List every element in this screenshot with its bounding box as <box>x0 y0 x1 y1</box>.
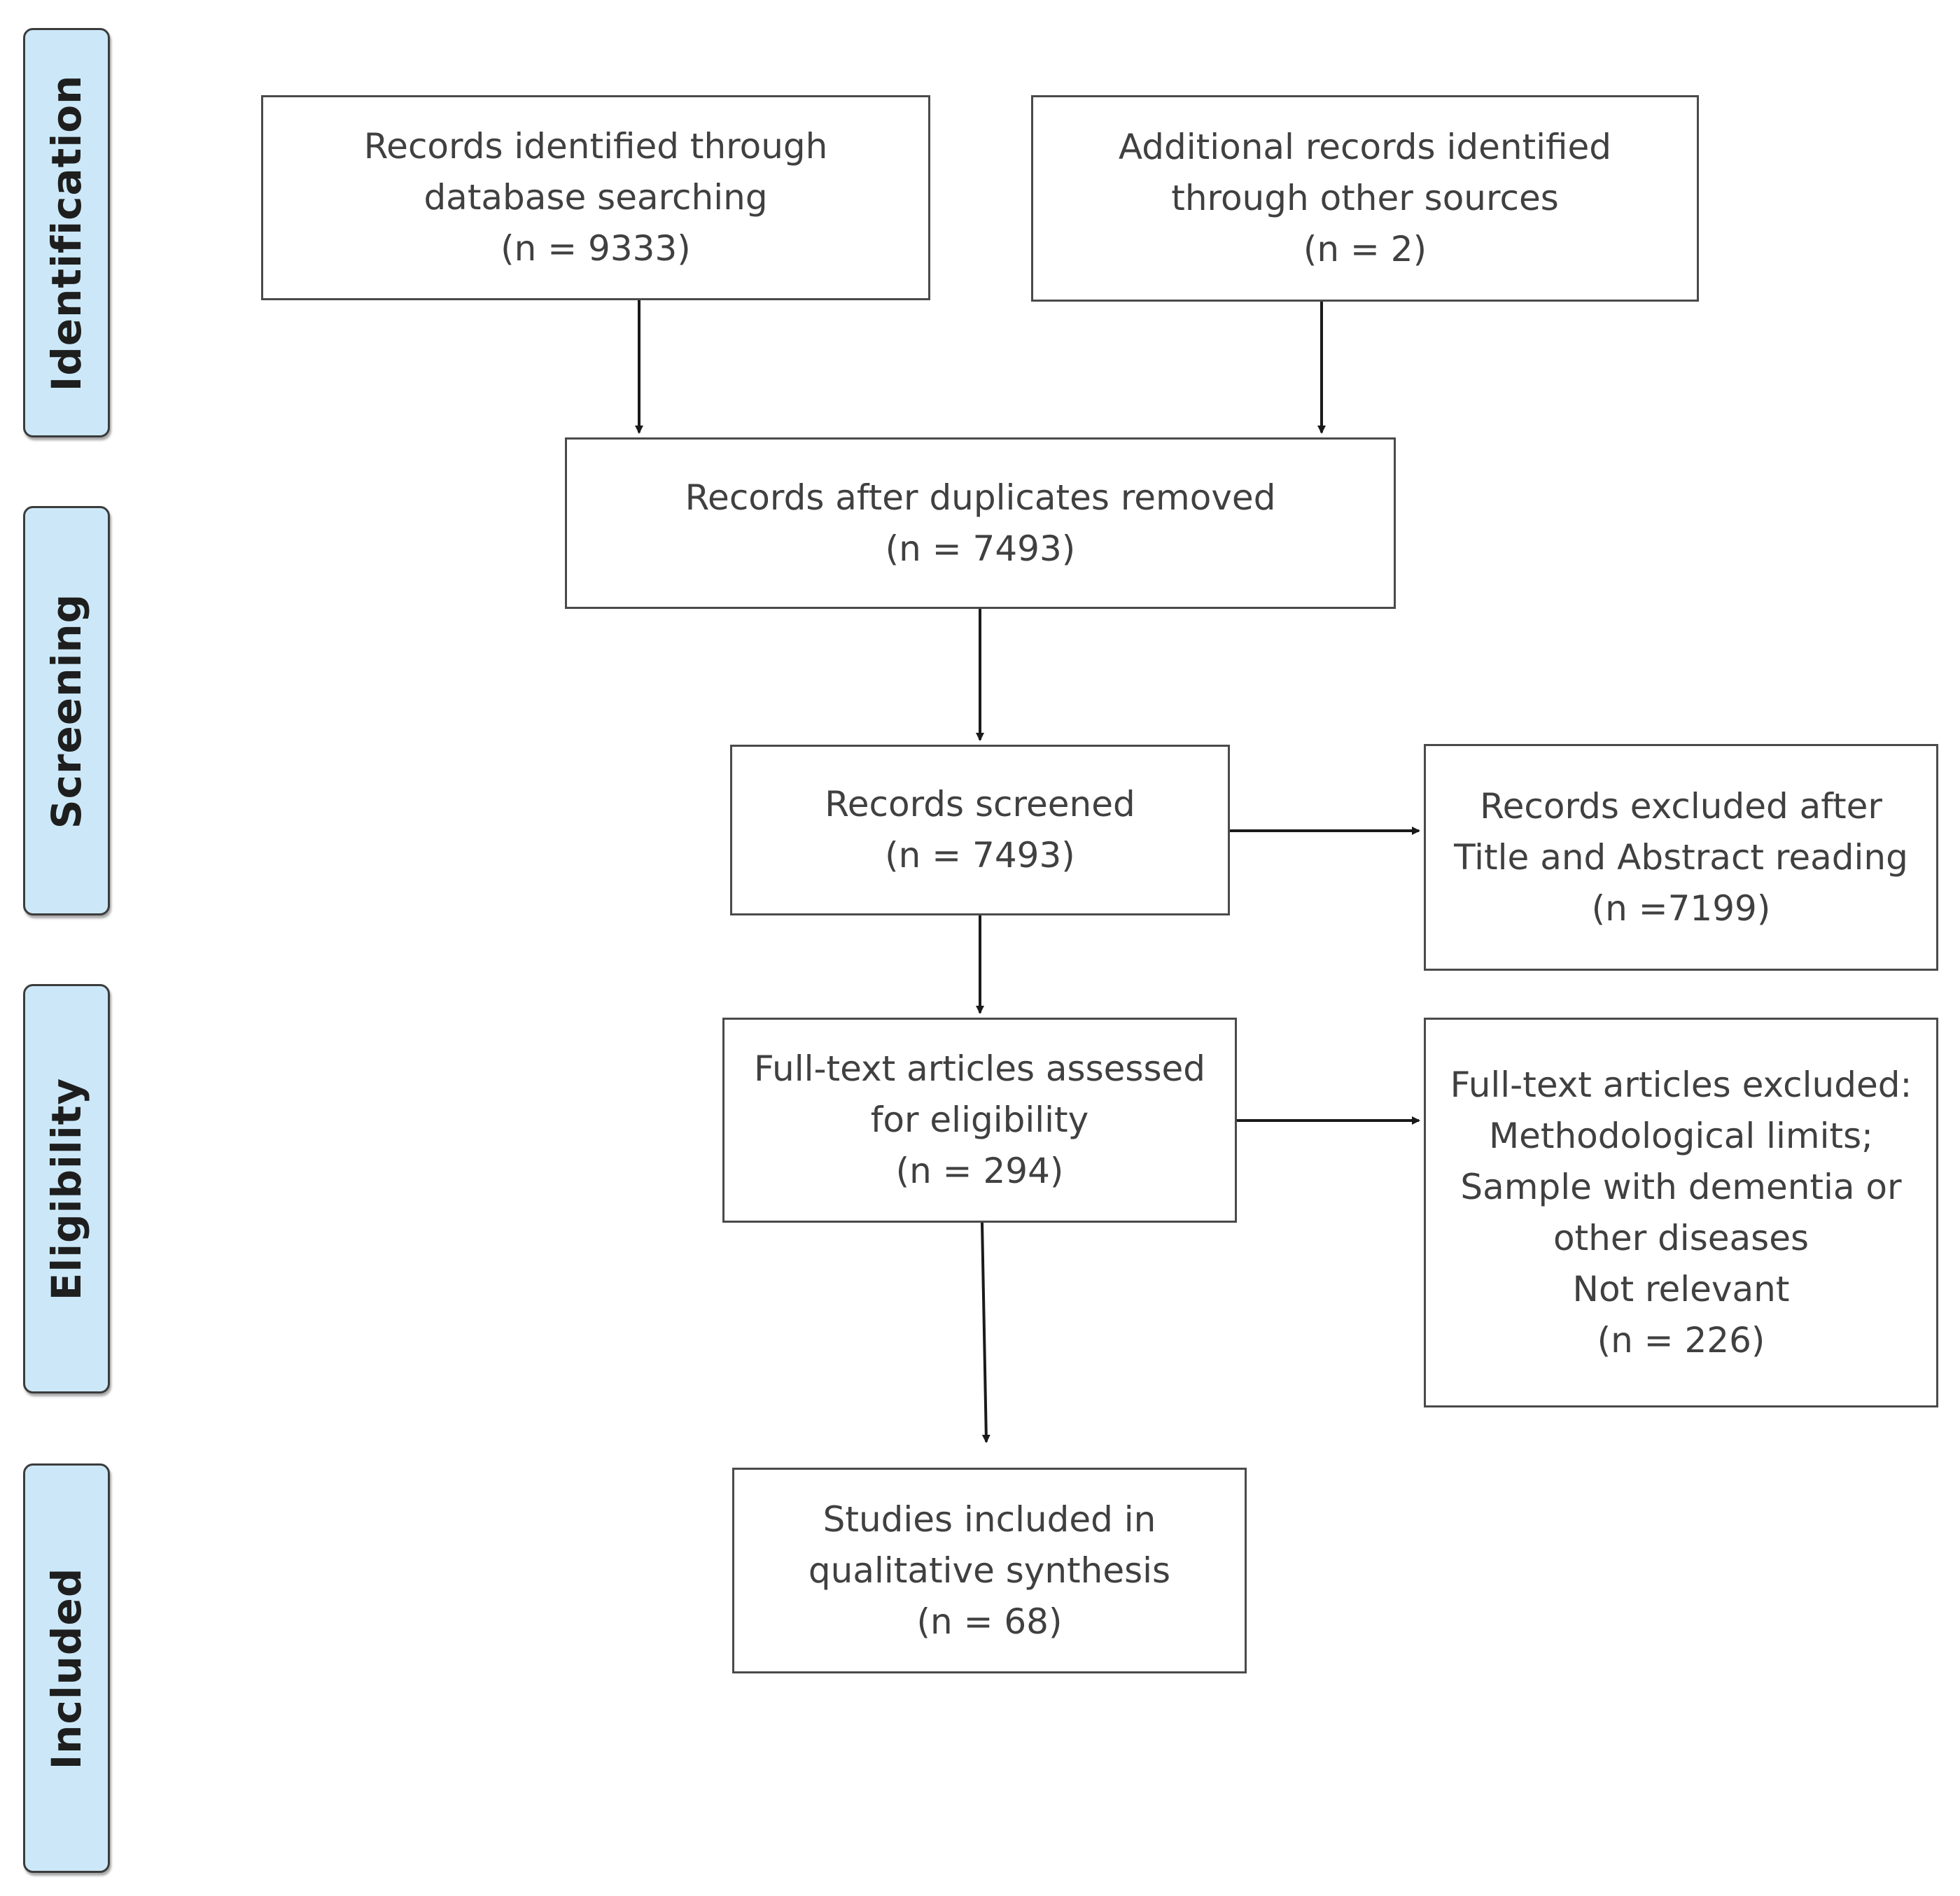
box-fulltext-excluded: Full-text articles excluded: Methodologi… <box>1424 1018 1938 1407</box>
phase-screening: Screening <box>23 506 110 915</box>
studies-included-line-1: Studies included in <box>822 1498 1156 1540</box>
box-other-sources: Additional records identified through ot… <box>1031 95 1699 302</box>
fulltext-excluded-line-2: Methodological limits; <box>1488 1115 1874 1156</box>
fulltext-assessed-line-1: Full-text articles assessed <box>754 1048 1205 1089</box>
other-sources-count: (n = 2) <box>1303 229 1427 269</box>
records-screened-count: (n = 7493) <box>885 835 1075 876</box>
box-studies-included: Studies included in qualitative synthesi… <box>732 1468 1247 1673</box>
records-excluded-count: (n =7199) <box>1591 887 1771 929</box>
box-records-excluded: Records excluded after Title and Abstrac… <box>1424 744 1938 971</box>
database-records-line-2: database searching <box>424 177 768 218</box>
fulltext-assessed-count: (n = 294) <box>895 1151 1064 1191</box>
fulltext-excluded-line-3: Sample with dementia or <box>1460 1166 1902 1207</box>
duplicates-removed-line-1: Records after duplicates removed <box>685 477 1276 518</box>
arrow-fulltext-to-included <box>981 1222 990 1443</box>
records-excluded-line-1: Records excluded after <box>1480 785 1882 827</box>
studies-included-count: (n = 68) <box>916 1601 1063 1642</box>
records-excluded-line-2: Title and Abstract reading <box>1454 836 1908 878</box>
fulltext-assessed-line-2: for eligibility <box>870 1100 1089 1140</box>
database-records-line-1: Records identified through <box>363 126 828 167</box>
fulltext-excluded-line-4: other diseases <box>1553 1217 1809 1258</box>
other-sources-line-1: Additional records identified <box>1118 127 1612 167</box>
box-database-records: Records identified through database sear… <box>261 95 930 300</box>
other-sources-line-2: through other sources <box>1171 178 1559 218</box>
phase-included: Included <box>23 1463 110 1873</box>
box-duplicates-removed: Records after duplicates removed (n = 74… <box>565 437 1396 609</box>
phase-eligibility: Eligibility <box>23 984 110 1393</box>
fulltext-excluded-line-5: Not relevant <box>1572 1268 1790 1309</box>
records-screened-line-1: Records screened <box>825 784 1135 824</box>
fulltext-excluded-line-1: Full-text articles excluded: <box>1450 1064 1912 1105</box>
box-records-screened: Records screened (n = 7493) <box>730 745 1230 915</box>
duplicates-removed-count: (n = 7493) <box>885 528 1076 569</box>
phase-identification: Identification <box>23 28 110 437</box>
studies-included-line-2: qualitative synthesis <box>808 1550 1171 1591</box>
fulltext-excluded-count: (n = 226) <box>1597 1319 1765 1361</box>
box-fulltext-assessed: Full-text articles assessed for eligibil… <box>722 1018 1237 1223</box>
database-records-count: (n = 9333) <box>500 228 691 269</box>
